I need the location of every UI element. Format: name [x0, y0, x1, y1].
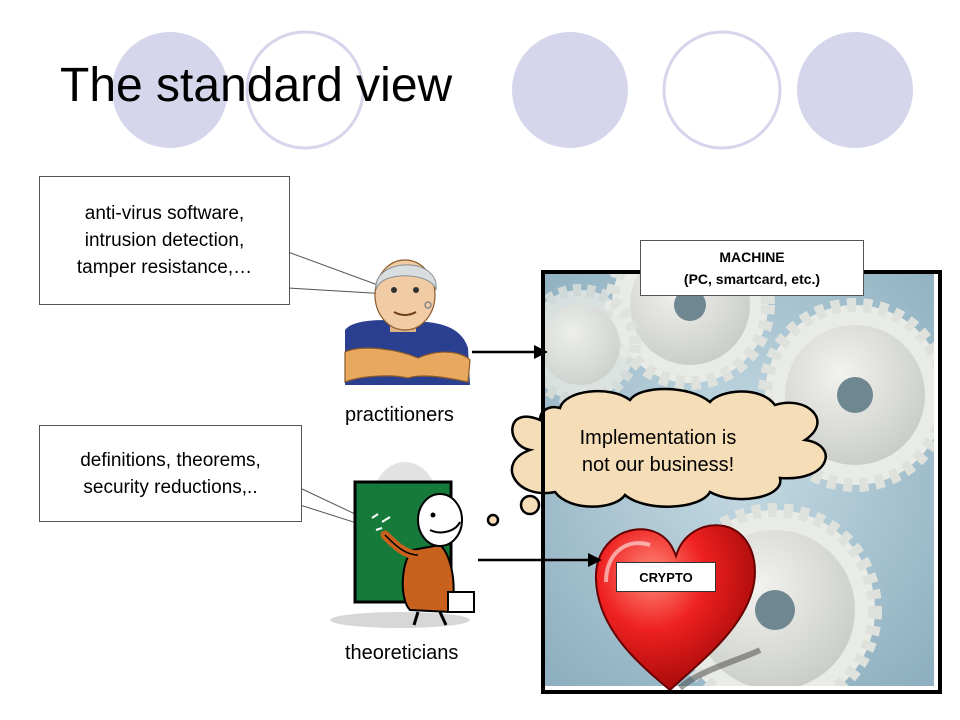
- thought-dot: [486, 513, 500, 527]
- practitioners-label: practitioners: [345, 404, 454, 426]
- deco-circle: [662, 30, 782, 150]
- deco-circle: [245, 30, 365, 150]
- thought-dot: [519, 494, 541, 516]
- practitioner-arrow: [472, 345, 548, 359]
- practitioner-figure: [344, 259, 471, 385]
- theoreticians-label: theoreticians: [345, 642, 459, 664]
- theory-methods-callout: definitions, theorems, security reductio…: [39, 425, 302, 522]
- title-decoration-circles: [112, 30, 913, 150]
- deco-circle: [512, 32, 628, 148]
- crypto-label: CRYPTO: [616, 562, 716, 592]
- machine-label: MACHINE (PC, smartcard, etc.): [640, 240, 864, 296]
- deco-circle: [112, 32, 228, 148]
- slide-title: The standard view: [60, 59, 453, 112]
- theoretician-arrow: [478, 553, 602, 567]
- practitioner-methods-callout: anti-virus software, intrusion detection…: [39, 176, 290, 305]
- theoretician-figure: [330, 462, 475, 628]
- thought-bubble-text: Implementation is not our business!: [579, 427, 737, 476]
- gear-graphic: [605, 274, 775, 390]
- thought-bubble: [486, 387, 827, 527]
- machine-frame: [541, 270, 942, 694]
- deco-circle: [797, 32, 913, 148]
